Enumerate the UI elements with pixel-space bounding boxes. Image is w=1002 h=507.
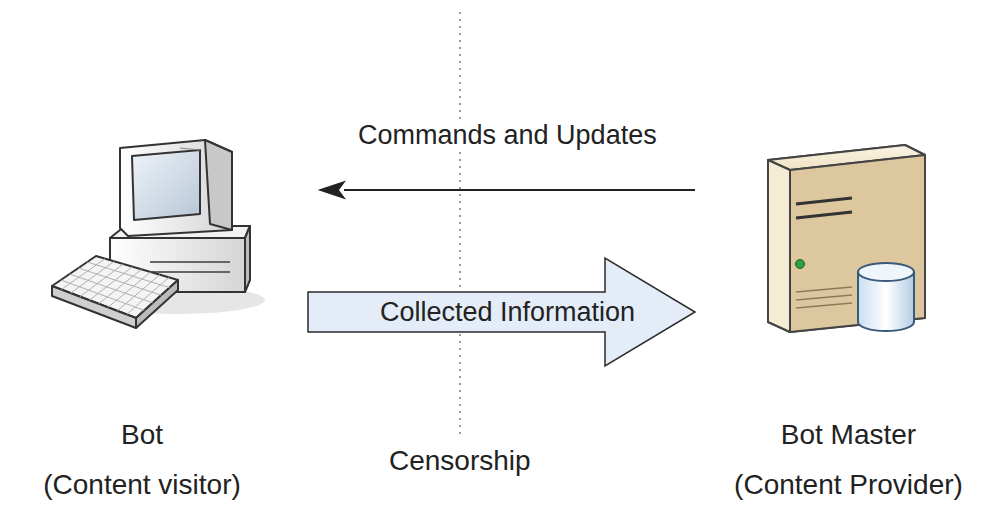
block-arrow	[308, 258, 695, 366]
arrow-head	[320, 182, 344, 198]
bot-node: Bot (Content visitor)	[0, 120, 320, 507]
key-column	[80, 264, 123, 297]
bot-master-node: Bot Master (Content Provider)	[695, 120, 1002, 507]
node-title: Bot Master	[695, 418, 1002, 452]
key-column	[71, 261, 115, 293]
node-title: Bot	[0, 418, 284, 452]
key-column	[108, 272, 151, 307]
key-column	[61, 259, 105, 290]
server-icon	[768, 145, 925, 332]
edge-label: Commands and Updates	[355, 119, 660, 151]
key-column	[89, 267, 132, 301]
key-column	[99, 269, 142, 303]
keyboard-keys	[61, 259, 170, 315]
region-label: Censorship	[386, 444, 534, 478]
key-row	[87, 262, 169, 288]
node-subtitle: (Content Provider)	[695, 468, 1002, 502]
computer-icon	[52, 140, 265, 328]
edge-label: Collected Information	[377, 296, 638, 328]
command-arrow	[344, 189, 695, 191]
censorship-line	[459, 12, 461, 434]
key-column	[127, 277, 169, 314]
key-column	[117, 275, 159, 311]
node-subtitle: (Content visitor)	[0, 468, 284, 502]
